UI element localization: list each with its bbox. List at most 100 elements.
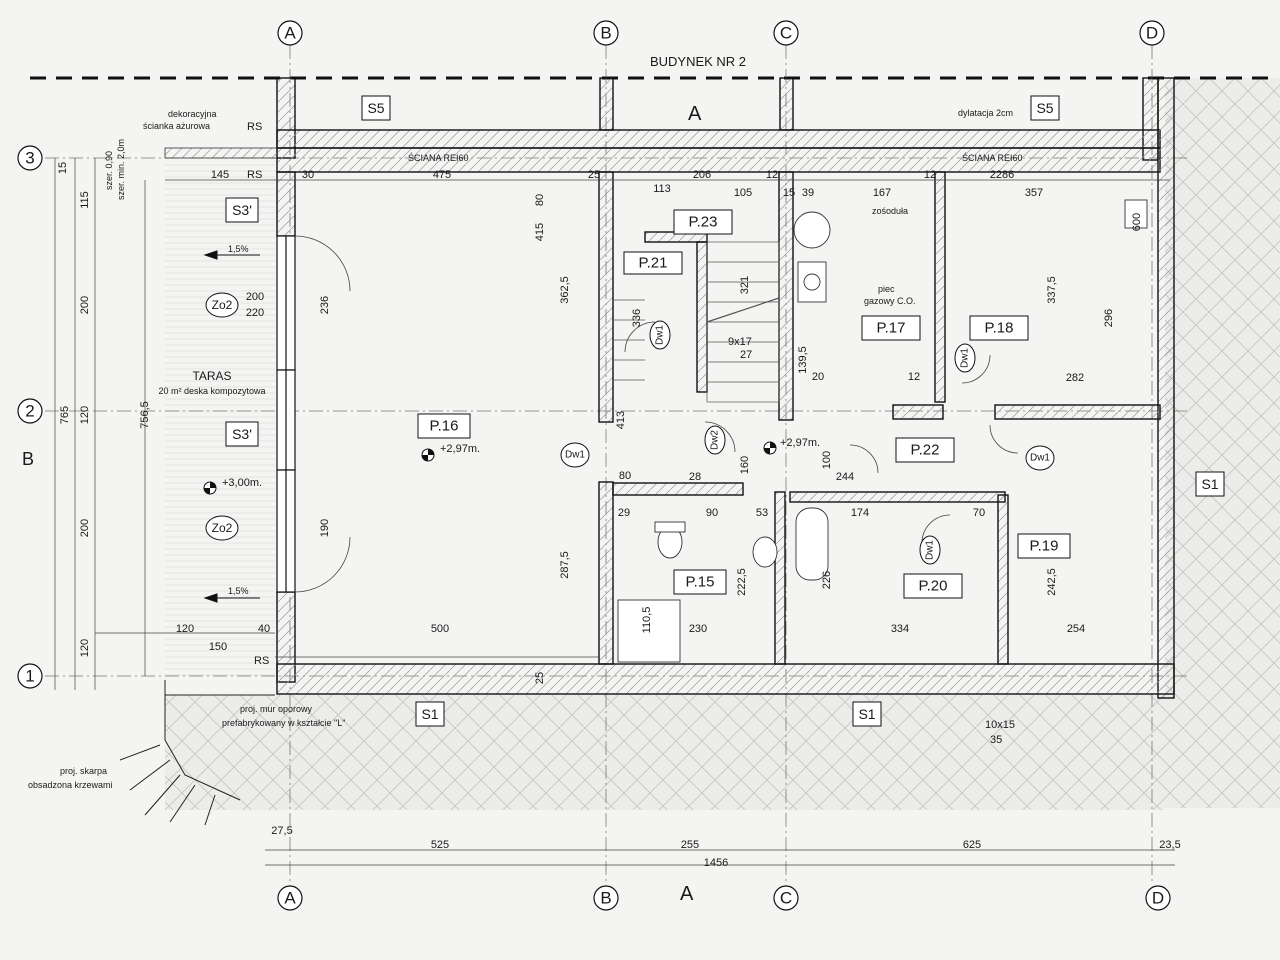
note-boiler-b: gazowy C.O.	[864, 296, 916, 306]
tag-boxes	[225, 95, 1225, 727]
grid-label-col: C	[780, 24, 792, 43]
dilatation-note: dylatacja 2cm	[958, 108, 1013, 118]
dim-left-seg: 120	[79, 639, 91, 657]
room-label: P.15	[686, 574, 715, 591]
terrace-level: +3,00m.	[222, 477, 262, 489]
dim-misc: 362,5	[559, 276, 571, 304]
door-tag-dw1: Dw1	[655, 325, 666, 345]
dim-misc: 230	[689, 623, 707, 635]
dim-misc: 15	[57, 162, 69, 174]
dim-bottom-seg: 255	[681, 839, 699, 851]
door-tags	[560, 320, 1055, 565]
note-wall-height-b: szer. min. 2,0m	[116, 139, 126, 200]
dim-misc: 29	[618, 507, 630, 519]
slope-label: 1,5%	[228, 586, 249, 596]
ground-south	[165, 695, 1165, 810]
walls	[276, 77, 1175, 699]
room-label: P.17	[877, 320, 906, 337]
dim-left-total: 765	[59, 406, 71, 424]
dim-misc: 226	[821, 571, 833, 589]
dim-bottom-seg: 23,5	[1159, 839, 1180, 851]
dim-top: 113	[653, 183, 671, 195]
dim-misc: 174	[851, 507, 869, 519]
dim-total-width: 1456	[704, 857, 728, 869]
grid-label-col: B	[600, 889, 611, 908]
room-label: P.20	[919, 578, 948, 595]
dim-left-seg: 115	[79, 191, 91, 209]
room-label: P.23	[689, 214, 718, 231]
window-tag-zo2: Zo2	[212, 521, 233, 535]
terrace-deck	[165, 160, 275, 680]
dim-misc: 242,5	[1046, 568, 1058, 596]
dim-misc: 28	[689, 471, 701, 483]
dim-misc: 287,5	[559, 551, 571, 579]
building-label: BUDYNEK NR 2	[650, 54, 746, 69]
grid-label-row: 3	[25, 149, 34, 168]
staircase	[613, 241, 780, 403]
grid-label-row: 2	[25, 402, 34, 421]
room-label: P.16	[430, 418, 459, 435]
room-label: P.22	[911, 442, 940, 459]
dim-misc: 25	[534, 672, 546, 684]
windows-west	[276, 235, 296, 593]
grid-label-col: A	[284, 889, 296, 908]
dim-misc: 100	[821, 451, 833, 469]
note-retaining-b: prefabrykowany w kształcie "L"	[222, 718, 345, 728]
window-tags	[205, 292, 239, 541]
dim-left-seg: 120	[79, 406, 91, 424]
slope-arrows	[203, 250, 260, 603]
dim-misc: 139,5	[797, 346, 809, 374]
dim-left-seg: 200	[79, 296, 91, 314]
dim-misc: 90	[706, 507, 718, 519]
dim-misc: 40	[258, 623, 270, 635]
terrace-title: TARAS	[192, 369, 231, 383]
note-screen-a: dekoracyjna	[168, 109, 217, 119]
dim-misc: 200	[246, 291, 264, 303]
section-mark-top: A	[688, 103, 702, 125]
dim-bottom-seg: 27,5	[271, 825, 292, 837]
room-label: P.19	[1030, 538, 1059, 555]
dim-top: 39	[802, 187, 814, 199]
dim-misc: 220	[246, 307, 264, 319]
note-slope-a: proj. skarpa	[60, 766, 107, 776]
dim-top: 30	[302, 169, 314, 181]
door-tag-dw2: Dw2	[710, 430, 721, 450]
retaining-wall	[119, 680, 275, 826]
dim-misc: 600	[1131, 213, 1143, 231]
note-rs: RS	[247, 169, 262, 181]
decorative-screen	[164, 147, 278, 159]
note-stairs-a: 9x17	[728, 336, 752, 348]
dim-top: 105	[734, 187, 752, 199]
dim-misc: 282	[1066, 372, 1084, 384]
wall-tag-s3: S3'	[232, 426, 252, 442]
ground-east	[1165, 78, 1280, 808]
room-label-boxes	[417, 209, 1071, 599]
note-retaining-a: proj. mur oporowy	[240, 704, 313, 714]
dim-misc: 415	[534, 223, 546, 241]
note-wall-height-a: szer. 0,90	[104, 151, 114, 190]
level-p22: +2,97m.	[780, 437, 820, 449]
dim-misc: 321	[739, 276, 751, 294]
dim-top: 12	[924, 169, 936, 181]
note-boiler-a: piec	[878, 284, 895, 294]
slope-label: 1,5%	[228, 244, 249, 254]
note-rs: RS	[254, 655, 269, 667]
room-label: P.18	[985, 320, 1014, 337]
dim-misc: 500	[431, 623, 449, 635]
dim-misc: 190	[319, 519, 331, 537]
room-label: P.21	[639, 255, 668, 272]
note-stairs-b: 27	[740, 349, 752, 361]
grid-bubbles	[17, 20, 1171, 911]
grid-label-col: D	[1152, 889, 1164, 908]
dim-misc: 254	[1067, 623, 1085, 635]
dim-misc: 296	[1103, 309, 1115, 327]
wall-tag-s3: S3'	[232, 202, 252, 218]
dim-misc: 20	[812, 371, 824, 383]
door-swings	[294, 235, 1019, 593]
dim-left-inner: 756,5	[139, 401, 151, 429]
dim-top: 15	[783, 187, 795, 199]
dim-top: 475	[433, 169, 451, 181]
wall-tag-s1: S1	[1201, 476, 1218, 492]
dim-left-seg: 200	[79, 519, 91, 537]
